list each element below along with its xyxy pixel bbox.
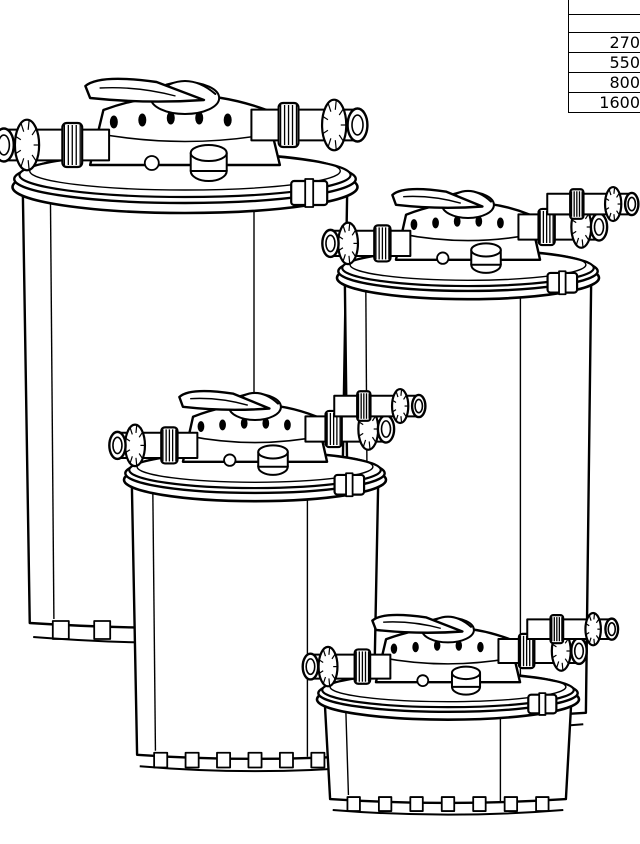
table-cell (569, 15, 640, 33)
spec-table: 270 550 800 1600 (568, 0, 640, 113)
table-row: 270 (569, 33, 640, 53)
table-cell: 550 (569, 53, 640, 73)
table-row (569, 15, 640, 33)
table-row: 550 (569, 53, 640, 73)
table-row: 1600 (569, 93, 640, 113)
table-cell: 800 (569, 73, 640, 93)
spec-table-partial: 270 550 800 1600 (568, 0, 640, 113)
table-row: 800 (569, 73, 640, 93)
table-row (569, 0, 640, 15)
table-cell (569, 0, 640, 15)
table-cell: 1600 (569, 93, 640, 113)
table-cell: 270 (569, 33, 640, 53)
